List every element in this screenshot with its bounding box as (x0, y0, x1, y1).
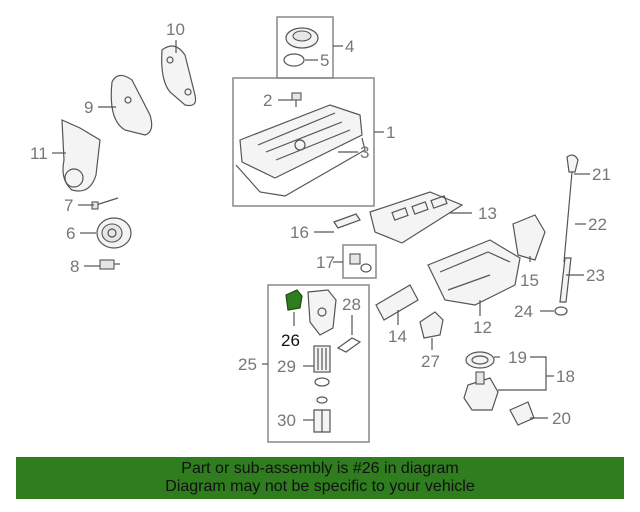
part-20-bracket (509, 401, 535, 426)
callout-10: 10 (166, 20, 185, 39)
part-9-timing-cover (110, 74, 153, 136)
part-22-dipstick (563, 171, 573, 263)
part-27-bracket (419, 311, 444, 339)
callout-20: 20 (552, 409, 571, 428)
callout-25: 25 (238, 355, 257, 374)
part-19-seal (465, 351, 495, 369)
callout-26[interactable]: 26 (281, 331, 300, 350)
callout-24: 24 (514, 302, 533, 321)
callout-9: 9 (84, 98, 93, 117)
part-2-bolt (291, 92, 302, 107)
callout-6: 6 (66, 224, 75, 243)
callout-16: 16 (290, 223, 309, 242)
part-14-baffle (375, 284, 419, 321)
part-13-oil-pan-gasket (369, 191, 464, 244)
part-28-gasket (336, 337, 362, 353)
callout-22: 22 (588, 215, 607, 234)
part-1-valve-cover (239, 104, 363, 179)
callout-13: 13 (478, 204, 497, 223)
callout-1: 1 (386, 123, 395, 142)
callout-28: 28 (342, 295, 361, 314)
group-box-1 (232, 77, 375, 207)
callout-12: 12 (473, 318, 492, 337)
callout-15: 15 (520, 271, 539, 290)
callout-18: 18 (556, 367, 575, 386)
part-23-dipstick-tube (559, 257, 572, 303)
part-4-oil-cap (285, 27, 319, 49)
callout-30: 30 (277, 411, 296, 430)
callout-5: 5 (320, 51, 329, 70)
callout-4: 4 (345, 37, 354, 56)
part-18-oil-pump-assembly (463, 371, 499, 411)
banner-line-1: Part or sub-assembly is #26 in diagram (181, 460, 459, 477)
part-8-bolt (99, 259, 120, 270)
leader-lines (52, 40, 590, 421)
part-30-filter-cap (313, 396, 331, 433)
info-banner: Part or sub-assembly is #26 in diagram D… (16, 457, 624, 499)
part-3-gasket (235, 137, 366, 197)
part-12-oil-pan (427, 239, 521, 306)
callout-11: 11 (30, 144, 48, 163)
callout-17: 17 (316, 253, 335, 272)
part-11-lower-cover (61, 119, 101, 192)
callout-23: 23 (586, 266, 605, 285)
parts-diagram: 1 2 3 4 5 6 7 8 9 10 11 12 13 14 15 16 1… (30, 16, 611, 443)
oil-filter-housing (307, 289, 337, 336)
callout-19: 19 (508, 348, 527, 367)
callout-29: 29 (277, 357, 296, 376)
part-17-drain-plug (349, 253, 372, 273)
part-6-pulley (96, 217, 132, 249)
part-24-o-ring (554, 306, 568, 316)
callout-14: 14 (388, 327, 407, 346)
callout-8: 8 (70, 257, 79, 276)
part-29-oil-filter (313, 345, 331, 387)
part-7-bolt (91, 197, 119, 210)
part-21-dipstick-handle (566, 154, 579, 173)
part-16-bracket (333, 213, 361, 229)
callout-21: 21 (592, 165, 611, 184)
part-5-seal (283, 53, 305, 67)
part-26-highlighted[interactable] (285, 289, 303, 311)
callout-3: 3 (360, 143, 369, 162)
callout-7: 7 (64, 196, 73, 215)
callout-2: 2 (263, 91, 272, 110)
part-10-timing-cover (161, 45, 197, 107)
callout-27: 27 (421, 352, 440, 371)
part-15-oil-pump (512, 214, 546, 261)
banner-line-2: Diagram may not be specific to your vehi… (165, 478, 475, 495)
